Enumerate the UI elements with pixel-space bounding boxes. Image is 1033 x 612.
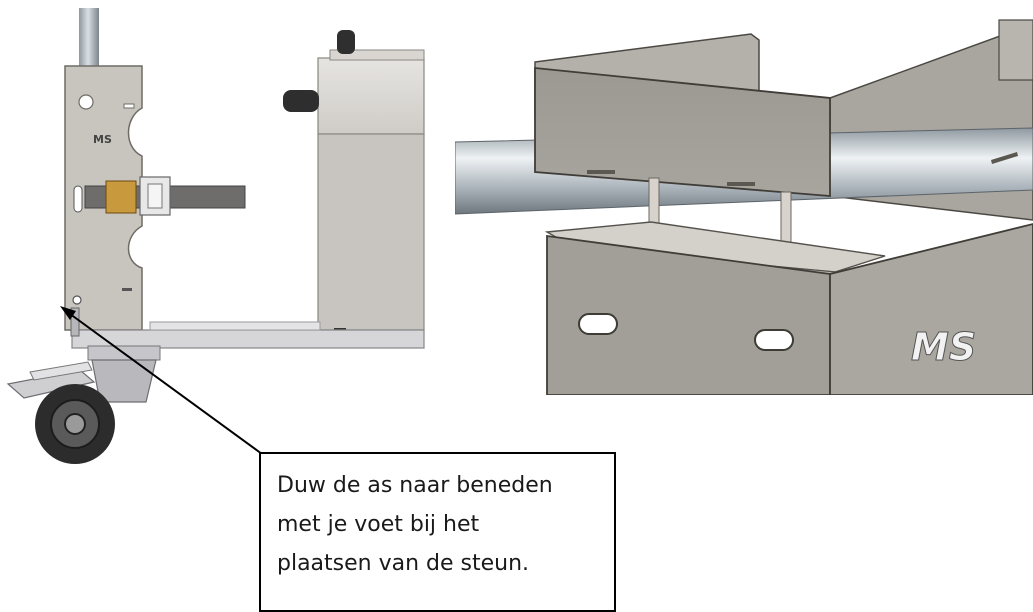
axle-pin bbox=[72, 295, 82, 305]
plate-notch bbox=[122, 288, 132, 291]
instruction-callout: Duw de as naar beneden met je voet bij h… bbox=[259, 452, 616, 612]
lower-slot-hole-2 bbox=[754, 329, 794, 351]
right-wall-slot bbox=[991, 152, 1018, 164]
callout-line-2: met je voet bij het bbox=[277, 512, 480, 537]
caster-mount bbox=[87, 345, 161, 361]
plate-slot bbox=[123, 103, 135, 109]
lower-slot-hole-1 bbox=[578, 313, 618, 335]
clamp-latch bbox=[139, 176, 171, 216]
upper-bracket-front bbox=[534, 67, 831, 197]
lower-box-front bbox=[546, 234, 831, 395]
strap-slot bbox=[73, 185, 83, 213]
box-logo: MS bbox=[911, 325, 976, 369]
lower-box-right bbox=[829, 223, 1033, 395]
base-frame-lip bbox=[149, 321, 321, 331]
callout-line-3: plaatsen van de steun. bbox=[277, 551, 530, 576]
box-top-lid bbox=[329, 49, 425, 61]
upper-slot-2 bbox=[727, 182, 755, 186]
box-knob bbox=[337, 30, 355, 54]
base-frame bbox=[71, 329, 425, 349]
box-unit-top bbox=[317, 57, 425, 135]
clamp-brass bbox=[105, 180, 137, 214]
right-post bbox=[998, 19, 1033, 81]
clamp-lever bbox=[147, 183, 163, 209]
plate-hole bbox=[78, 94, 94, 110]
wheel-hub bbox=[64, 413, 86, 435]
box-unit-bottom bbox=[317, 133, 425, 331]
vertical-rod bbox=[79, 8, 99, 70]
upper-slot-1 bbox=[587, 170, 615, 174]
box-handle bbox=[283, 90, 319, 112]
axle-post bbox=[70, 307, 80, 337]
side-view-illustration: MS bbox=[6, 8, 425, 464]
plate-logo: MS bbox=[93, 133, 112, 146]
callout-line-1: Duw de as naar beneden bbox=[277, 473, 553, 498]
detail-view-illustration: MS bbox=[455, 19, 1033, 395]
